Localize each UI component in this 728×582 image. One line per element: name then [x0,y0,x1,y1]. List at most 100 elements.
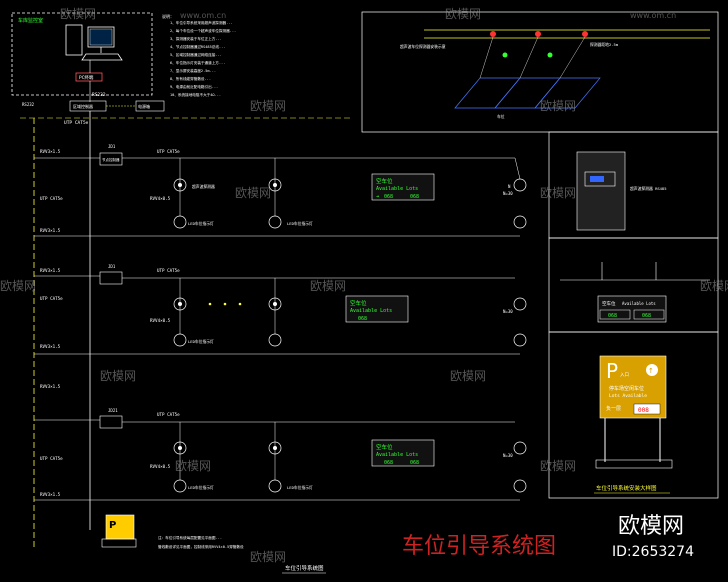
power-box [135,100,165,112]
parking-p-icon: P [109,520,116,531]
pc-terminal-label: PC终端 [79,74,94,81]
sign-en: Available Lots [376,186,418,192]
sensor-dot [582,31,588,37]
note-7: 7、显示屏安装高度2.5m... [170,68,216,73]
red-title: 车位引导系统图 [402,534,556,559]
watermark-brand: 欧模网 [100,369,136,383]
detector-icon [513,297,527,311]
node-controller-1 [99,152,123,166]
n-label-1: N [508,184,511,189]
note-8: 8、所有线缆穿管敷设... [170,76,211,81]
zone-controller-label: 区域控制器 [73,103,93,109]
sign-count-b: 068 [410,194,419,200]
available-lots-sign-detail [597,295,667,323]
available-lots-sign [345,295,409,323]
utp-label-3b: UTP CAT5e [40,456,63,461]
rvv2-label-3: RVV4×0.5 [150,464,171,469]
watermarks: 欧模网 www.om.cn 欧模网 www.om.cn 欧模网 欧模网 欧模网 … [0,7,728,564]
bottom-note-1: 注：车位引导系统每层配置见平面图... [158,535,222,540]
sign-count: 068 [384,194,393,200]
control-room-box: 车库监控室 PC终端 [11,12,153,96]
side-label: RS232 [22,102,35,107]
sign-count-b: 068 [410,460,419,466]
sign-count: 068 [384,460,393,466]
utp-label-1b: UTP CAT5e [40,196,63,201]
watermark-brand: 欧模网 [540,99,576,113]
utp-row-1: UTP CAT5e [157,149,180,154]
led-indicator-icon [268,215,282,229]
park-en: Lots Available [609,393,647,399]
jd-label-2: JD1 [108,264,116,269]
entrance-label: 入口 [620,372,629,378]
note-3: 3、探测器安装于车位正上方... [170,36,222,41]
park-count: 008 [638,407,649,414]
keyboard-icon [81,53,123,61]
power-box-label: 电源箱 [138,103,150,109]
floor-label: 负一层 [606,405,621,412]
led-indicator-icon [513,333,527,347]
led-indicator-icon [173,215,187,229]
detector-detail-label: 超声波探测器 RS485 [630,186,667,191]
guidance-display-box [548,331,719,499]
led-indicator-icon [513,479,527,493]
watermark-brand: 欧模网 [540,186,576,200]
sign-en: Available Lots [350,308,392,314]
detector-label: 超声波探测器 [192,184,215,189]
brand-logo: 欧模网 [618,514,684,539]
watermark-brand: 欧模网 [450,369,486,383]
rs232-label: RS232 [92,92,106,98]
arrow-right-icon: ➜ [376,194,379,200]
node-controller-2 [99,271,123,285]
notes-block: 说明： 1、车位引导系统采用超声波探测器... 2、每个车位设一个超声波车位探测… [162,13,236,97]
arrow-up-icon [646,364,658,376]
watermark-brand: 欧模网 [310,279,346,293]
available-lots-sign [371,439,435,467]
diagram-bottom-title: 车位引导系统图 [285,564,324,572]
plan-note: 超声波车位探测器安装示意 [400,44,446,49]
led-indicator-icon [173,333,187,347]
install-plan-top: 超声波车位探测器安装示意 探测器距地2.5m 车位 [361,11,719,133]
utp-row-3: UTP CAT5e [157,412,180,417]
row-group-1: RVV3×1.5 JD1 节点控制器 UTP CAT5e UTP CAT5e R… [34,144,527,237]
rvv-label-2b: RVV3×1.5 [40,344,61,349]
sign-detail-cn: 空车位 [602,300,616,307]
rvv-label-1: RVV3×1.5 [40,149,61,154]
plan-note-3: 车位 [497,114,505,119]
detector-icon [513,441,527,455]
parking-p-icon: P [606,359,618,383]
note-6: 6、车位指示灯安装于通道上方... [170,60,225,65]
install-title: 车位引导系统安装大样图 [596,484,657,492]
watermark-brand: 欧模网 [60,7,96,21]
led-label: LED车位指示灯 [188,485,214,490]
watermark-brand: 欧模网 [250,550,286,564]
n30-label-2: N=30 [503,309,513,314]
notes-title: 说明： [162,13,174,19]
rvv-label-3b: RVV3×1.5 [40,492,61,497]
utp-label-top: UTP CAT5e [64,120,89,126]
led-indicator-icon [173,479,187,493]
watermark-brand: 欧模网 [540,459,576,473]
control-room-label: 车库监控室 [18,17,43,24]
sign-cn: 空车位 [376,177,393,185]
led-label: LED车位指示灯 [188,221,214,226]
sign-detail-count-l: 068 [608,313,617,319]
watermark-brand: 欧模网 [700,279,728,293]
sensor-dot [490,31,496,37]
n30-label-3: N=30 [503,453,513,458]
sign-cn: 空车位 [376,443,393,451]
rvv-label-3: RVV3×1.5 [40,384,61,389]
note-2: 2、每个车位设一个超声波车位探测器... [170,28,236,33]
note-10: 10、系统接地电阻不大于4Ω... [170,92,221,97]
led-label: LED车位指示灯 [287,221,313,226]
guidance-display: P 入口 ↑ 停车场空闲车位 Lots Available 负一层 008 [595,355,673,469]
n30-label-1: N=30 [503,191,513,196]
watermark-site: www.om.cn [630,11,676,20]
note-1: 1、车位引导系统采用超声波探测器... [170,20,233,25]
rvv-label-2: RVV3×1.5 [40,268,61,273]
note-9: 9、电源由就近配电箱引出... [170,84,218,89]
plan-note-2: 探测器距地2.5m [590,42,619,47]
led-label: LED车位指示灯 [287,485,313,490]
detector-detail-box [548,131,719,239]
note-5: 5、区域控制器通过网络连接... [170,52,222,57]
detector-detail [576,151,626,231]
